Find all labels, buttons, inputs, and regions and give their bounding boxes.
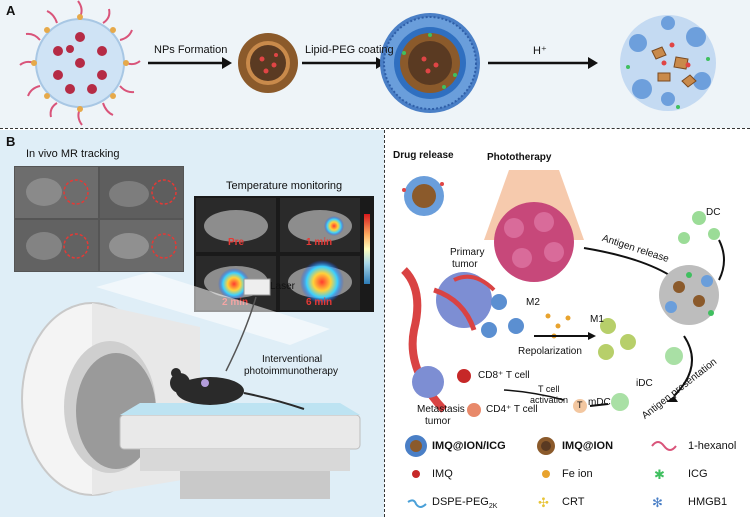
legend-dspe-text: DSPE-PEG [432,496,489,508]
primary-tumor-label-1: Primary [450,247,485,258]
panel-b-divider [384,130,385,517]
legend-dspe: DSPE-PEG2K [432,496,497,510]
dc-cell [678,211,720,244]
cd4-t-cell [467,403,481,417]
legend-hmgb1: HMGB1 [688,496,728,508]
legend-hexanol-icon [651,441,677,451]
thermal-label-6min: 6 min [306,297,333,308]
mr-scan-4 [100,220,183,271]
mr-scan-2 [100,167,183,218]
m2-label: M2 [526,297,540,308]
t-activation-label-1: T cell [538,384,560,394]
t-cell-label: T [577,400,583,410]
mr-image-grid [14,166,184,272]
idc-label: iDC [636,378,653,389]
legend-fe-ion-icon [542,470,550,478]
mr-scan-3 [15,220,98,271]
mri-scanner [21,272,361,499]
tumor-mass [494,202,574,282]
legend-imq-ion: IMQ@ION [562,440,614,452]
panel-a-letter: A [6,3,16,18]
panel-b-letter: B [6,134,16,149]
drug-release-particle [402,176,444,216]
laser-label: Laser [270,281,296,292]
phototherapy-label: Phototherapy [487,152,552,163]
legend-icg-icon: ✱ [654,467,665,482]
legend-crt-icon: ✣ [538,495,549,510]
antigen-cluster [659,265,719,325]
step-label-h-plus: H⁺ [533,45,547,57]
thermal-1min [280,198,360,252]
legend-crt: CRT [562,496,585,508]
mr-scan-1 [15,167,98,218]
cd8-t-cell [457,369,471,383]
panel-a-illustration [19,0,716,126]
thermal-pre [196,198,276,252]
primary-tumor-label-2: tumor [452,259,478,270]
mr-tracking-title: In vivo MR tracking [26,148,120,160]
legend-imq: IMQ [432,468,453,480]
t-activation-label-2: activation [530,395,569,405]
imq-ion-core [238,33,298,93]
laser-device [243,278,271,296]
legend-dspe-icon [407,499,427,508]
metastasis-tumor [412,366,444,398]
step-label-nps-formation: NPs Formation [154,44,228,56]
mouse [170,368,305,410]
mdc-label: mDC [588,397,611,408]
legend-imq-ion-icg: IMQ@ION/ICG [432,440,506,452]
legend-hexanol: 1-hexanol [688,440,737,452]
metastasis-label-1: Metastasis [417,404,465,415]
cd4-label: CD4⁺ T cell [486,404,538,415]
repolarization-label: Repolarization [518,346,582,357]
cd8-label: CD8⁺ T cell [478,370,530,381]
m2-macrophages [481,294,524,338]
metastasis-label-2: tumor [425,416,451,427]
step-label-lipid-peg: Lipid-PEG coating [305,44,394,56]
panel-a-divider [0,128,750,129]
interventional-label-line1: Interventional [262,354,323,365]
mdc-cell [611,393,629,411]
hexanol-micelle [19,0,141,126]
temperature-title: Temperature monitoring [226,180,343,192]
m1-macrophages [598,318,636,360]
legend-imq-icon [412,470,420,478]
temperature-colorbar [364,214,370,284]
coated-nanoparticle [380,13,480,113]
dissociated-particles [620,15,716,111]
interventional-label-line2: photoimmunotherapy [244,366,338,377]
dc-label: DC [706,207,721,218]
legend-icg: ICG [688,468,708,480]
legend-dspe-sub: 2K [488,503,498,511]
t-cell [573,399,587,413]
drug-release-label: Drug release [393,150,454,161]
legend-imq-ion-icon [537,437,555,455]
legend-icons: ✱ ✣ ✻ [405,435,677,510]
idc-cell [665,347,683,365]
immune-mechanism [401,170,725,417]
thermal-label-1min: 1 min [306,237,333,248]
thermal-6min [280,256,360,310]
legend-imq-ion-icg-icon [405,435,427,457]
legend-hmgb1-icon: ✻ [652,495,663,510]
legend-fe-ion: Fe ion [562,468,593,480]
m1-label: M1 [590,314,604,325]
thermal-label-pre: Pre [228,237,245,248]
